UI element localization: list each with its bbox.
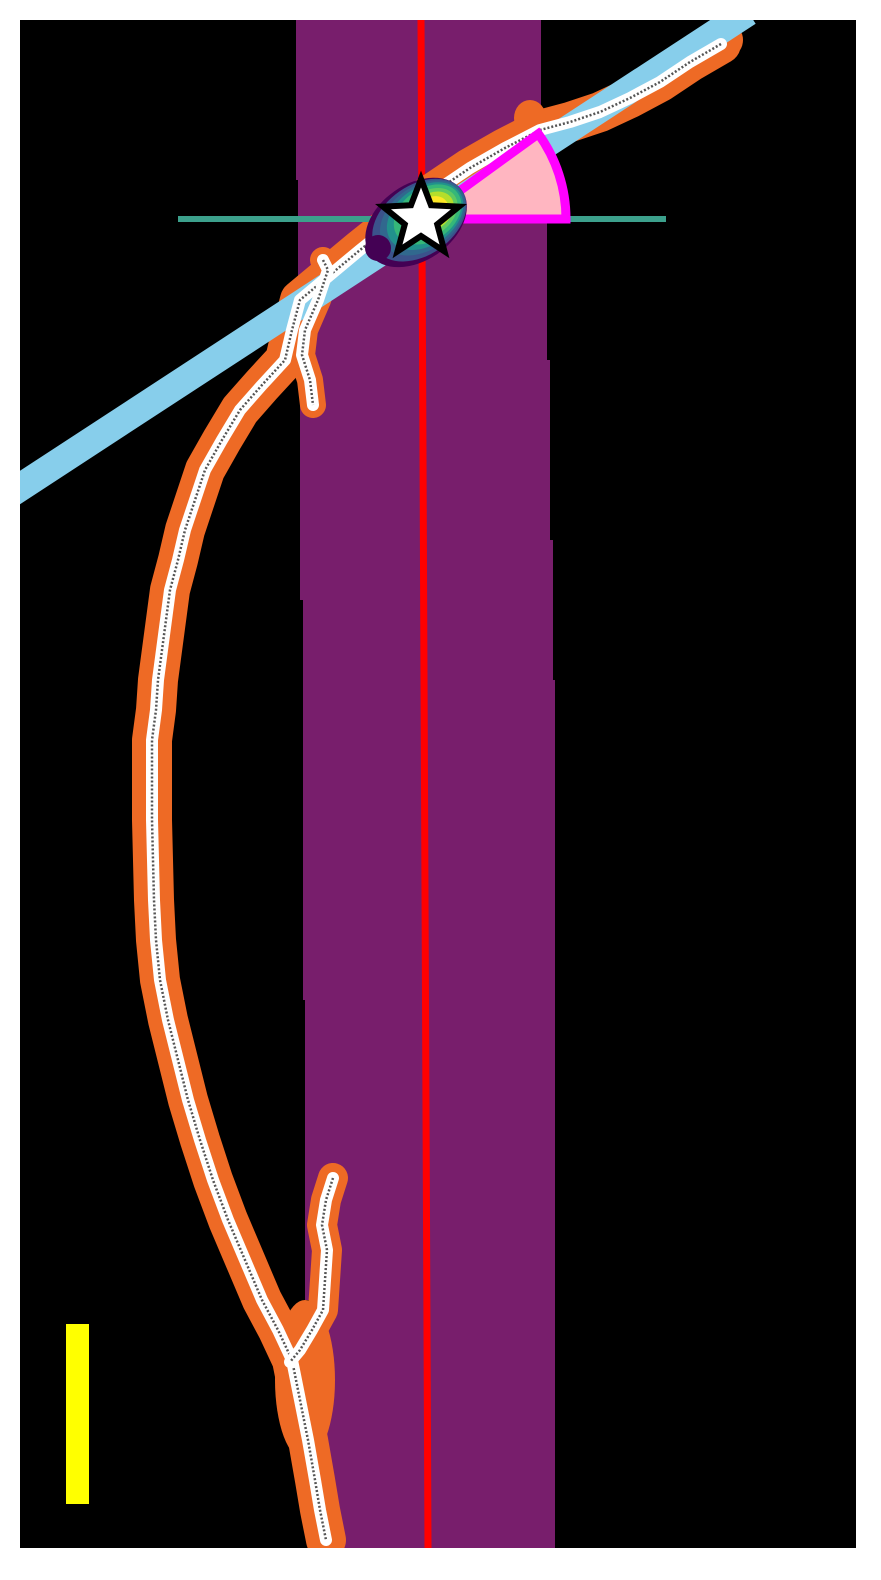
skeleton-outline [296,254,334,411]
skeleton-core [289,1177,335,1363]
midline [417,20,432,1548]
star-icon [375,170,467,259]
scale-bar [66,1324,89,1504]
root-skeleton [146,38,727,1546]
root-mask-segment [275,1300,335,1460]
density-lobe [365,235,391,261]
skeleton-core [150,42,722,1541]
